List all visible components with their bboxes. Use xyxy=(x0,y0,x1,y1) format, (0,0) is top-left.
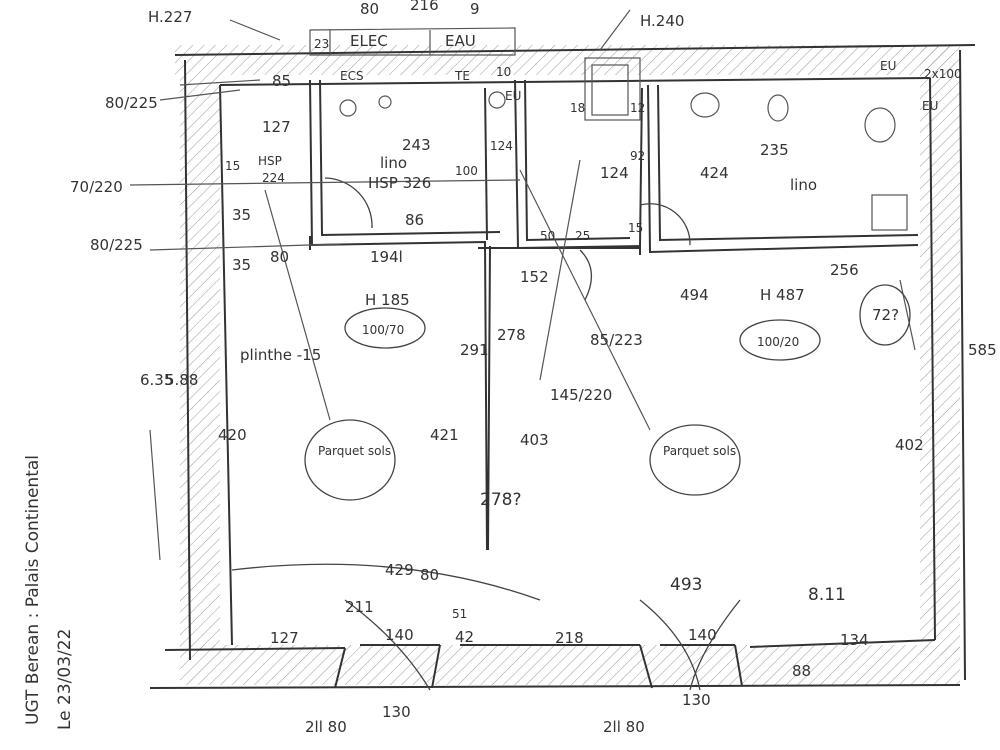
label-2x100: 2x100 xyxy=(924,67,962,81)
label-152: 152 xyxy=(520,268,549,286)
label-6-35: 6.35 xyxy=(140,371,173,389)
label-35b: 35 xyxy=(232,256,251,274)
label-100: 100 xyxy=(455,164,478,178)
label-256: 256 xyxy=(830,261,859,279)
label-278: 278 xyxy=(497,326,526,344)
label-145-220: 145/220 xyxy=(550,386,612,404)
label-124a: 124 xyxy=(600,164,629,182)
label-194l: 194l xyxy=(370,248,403,266)
label-h185: H 185 xyxy=(365,291,410,309)
label-h227: H.227 xyxy=(148,8,192,26)
label-224: 224 xyxy=(262,171,285,185)
interior-walls xyxy=(309,79,919,551)
label-402: 402 xyxy=(895,436,924,454)
label-88: 88 xyxy=(792,662,811,680)
label-top-23: 23 xyxy=(314,37,329,51)
label-eu-3: EU xyxy=(922,99,938,113)
label-25: 25 xyxy=(575,229,590,243)
label-51: 51 xyxy=(452,607,467,621)
label-494: 494 xyxy=(680,286,709,304)
label-hsp: HSP xyxy=(258,154,282,168)
exterior-walls xyxy=(149,44,976,689)
label-15b: 15 xyxy=(628,221,643,235)
label-92: 92 xyxy=(630,149,645,163)
label-403: 403 xyxy=(520,431,549,449)
label-124b: 124 xyxy=(490,139,513,153)
label-50: 50 xyxy=(540,229,555,243)
label-421: 421 xyxy=(430,426,459,444)
label-eu-2: EU xyxy=(880,59,896,73)
label-2ll80b: 2ll 80 xyxy=(603,718,645,736)
note-oval xyxy=(859,284,911,346)
parquet-oval-1 xyxy=(304,419,396,501)
label-10: 10 xyxy=(496,65,511,79)
label-80-225: 80/225 xyxy=(105,94,158,112)
dimension-labels: H.227 80 216 9 23 ELEC EAU H.240 80/225 … xyxy=(70,0,997,736)
label-127: 127 xyxy=(262,118,291,136)
label-5-88: 5.88 xyxy=(165,371,198,389)
label-lino-2: lino xyxy=(790,176,817,194)
label-424: 424 xyxy=(700,164,729,182)
label-235: 235 xyxy=(760,141,789,159)
label-42: 42 xyxy=(455,628,474,646)
label-429: 429 xyxy=(385,561,414,579)
label-70-220: 70/220 xyxy=(70,178,123,196)
label-te: TE xyxy=(454,69,470,83)
label-493: 493 xyxy=(670,575,702,595)
label-h487: H 487 xyxy=(760,286,805,304)
label-420: 420 xyxy=(218,426,247,444)
door-swings xyxy=(231,177,741,691)
label-parquet-2: Parquet sols xyxy=(663,444,736,458)
label-top-80: 80 xyxy=(360,0,379,18)
label-2ll80a: 2ll 80 xyxy=(305,718,347,736)
label-218: 218 xyxy=(555,629,584,647)
label-134: 134 xyxy=(840,631,869,649)
label-hsp326: HSP 326 xyxy=(368,174,431,192)
side-title: UGT Berean : Palais Continental xyxy=(23,455,43,725)
label-8-11: 8.11 xyxy=(808,585,846,605)
label-130a: 130 xyxy=(382,703,411,721)
label-80b: 80 xyxy=(420,566,439,584)
label-585: 585 xyxy=(968,341,997,359)
label-12: 12 xyxy=(630,101,645,115)
label-127b: 127 xyxy=(270,629,299,647)
ceiling-height-oval-2 xyxy=(739,319,821,361)
utility-boxes xyxy=(309,27,908,231)
label-86: 86 xyxy=(405,211,424,229)
label-278b: 278? xyxy=(480,490,521,510)
parquet-oval-2 xyxy=(649,424,741,496)
label-lino-1: lino xyxy=(380,154,407,172)
label-plinthe: plinthe -15 xyxy=(240,346,321,364)
annotation-leaders xyxy=(129,9,916,561)
label-h240: H.240 xyxy=(640,12,684,30)
label-parquet-1: Parquet sols xyxy=(318,444,391,458)
label-top-216: 216 xyxy=(410,0,439,14)
label-72: 72? xyxy=(872,306,899,324)
label-140b: 140 xyxy=(688,626,717,644)
label-140a: 140 xyxy=(385,626,414,644)
label-top-9: 9 xyxy=(470,0,480,18)
label-243: 243 xyxy=(402,136,431,154)
label-elec: ELEC xyxy=(350,32,388,50)
label-18: 18 xyxy=(570,101,585,115)
label-80a: 80 xyxy=(270,248,289,266)
label-15: 15 xyxy=(225,159,240,173)
label-130b: 130 xyxy=(682,691,711,709)
label-100-70: 100/70 xyxy=(362,323,404,337)
label-291: 291 xyxy=(460,341,489,359)
side-date: Le 23/03/22 xyxy=(55,629,75,730)
label-eau: EAU xyxy=(445,32,476,50)
label-100-20: 100/20 xyxy=(757,335,799,349)
label-211: 211 xyxy=(345,598,374,616)
label-35a: 35 xyxy=(232,206,251,224)
ceiling-height-oval-1 xyxy=(344,307,426,349)
label-85: 85 xyxy=(272,72,291,90)
label-eu-1: EU xyxy=(505,89,521,103)
label-80-225b: 80/225 xyxy=(90,236,143,254)
label-85-223: 85/223 xyxy=(590,331,643,349)
label-ecs: ECS xyxy=(340,69,364,83)
